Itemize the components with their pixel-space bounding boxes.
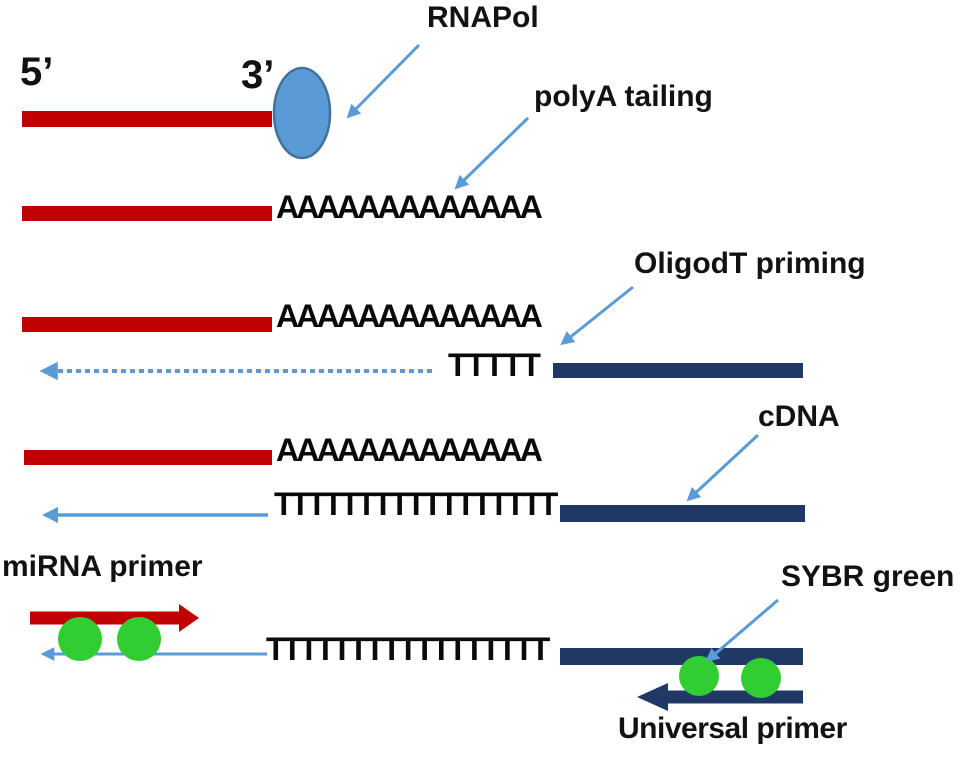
mirna-primer-label: miRNA primer xyxy=(2,550,203,583)
cdna-pointer-arrow xyxy=(686,433,760,502)
polya-tail-row2: AAAAAAAAAAAAA xyxy=(276,298,543,334)
rnapol-ellipse xyxy=(272,66,332,160)
three-prime-label: 3’ xyxy=(241,53,275,97)
polya-tail-row3: AAAAAAAAAAAAA xyxy=(276,432,543,468)
sybr-green-label: SYBR green xyxy=(781,560,955,593)
mirna-strand-row3 xyxy=(22,317,272,332)
polyt-stretch-row2: TTTTTTTTTTTTTTTTT xyxy=(266,631,550,667)
sybr-dot-right-1 xyxy=(679,656,719,696)
universal-primer-arrow xyxy=(637,683,803,711)
mirna-strand-row4 xyxy=(24,450,272,465)
polya-pointer-arrow xyxy=(454,116,530,190)
mirna-strand-row1 xyxy=(22,111,272,127)
oligodt-pointer-arrow xyxy=(560,285,634,346)
oligodt-priming-label: OligodT priming xyxy=(634,247,866,280)
five-prime-label: 5’ xyxy=(20,50,54,94)
mirna-primer-arrow xyxy=(30,604,199,632)
polyt-stretch-row1: TTTTTTTTTTTTTTTTT xyxy=(274,486,558,522)
sybr-pointer-arrow xyxy=(705,598,779,663)
sybr-dot-left-1 xyxy=(58,617,102,661)
polya-tailing-label: polyA tailing xyxy=(534,80,713,113)
sybr-dot-left-2 xyxy=(117,617,161,661)
rnapol-label: RNAPol xyxy=(427,1,539,34)
rnapol-pointer-arrow xyxy=(346,43,421,119)
adapter-strand-row4 xyxy=(560,505,805,522)
universal-primer-label: Universal primer xyxy=(618,712,847,745)
oligodt-ttttt: TTTTT xyxy=(448,347,541,383)
cdna-label: cDNA xyxy=(758,400,840,433)
polya-tail-row1: AAAAAAAAAAAAA xyxy=(276,189,543,225)
adapter-strand-row5 xyxy=(560,648,803,665)
sybr-dot-right-2 xyxy=(741,658,781,698)
adapter-strand-row3 xyxy=(553,363,803,378)
mirna-strand-row2 xyxy=(22,206,272,221)
